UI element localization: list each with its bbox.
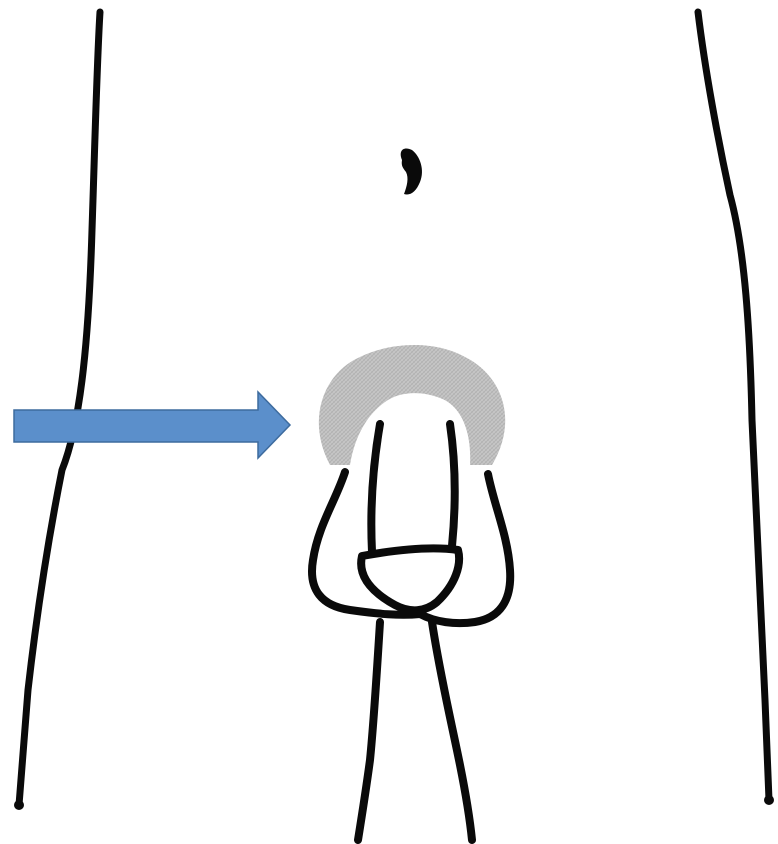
highlight-region [318,344,506,465]
right-torso-end-dot [764,795,774,805]
scrotum-right-outline [416,470,515,628]
navel-mark [400,148,423,195]
right-torso-outline [694,8,773,804]
pointer-arrow [13,390,292,460]
scrotum-left-outline [308,468,424,619]
left-torso-end-dot [14,800,24,810]
arrow-right-icon [13,390,292,460]
left-inner-thigh-line [354,618,384,844]
shaft-left-outline [367,420,384,556]
glans-outline [357,544,463,615]
left-torso-outline [15,8,104,809]
shaft-right-outline [446,420,459,550]
right-inner-thigh-line [428,618,476,844]
